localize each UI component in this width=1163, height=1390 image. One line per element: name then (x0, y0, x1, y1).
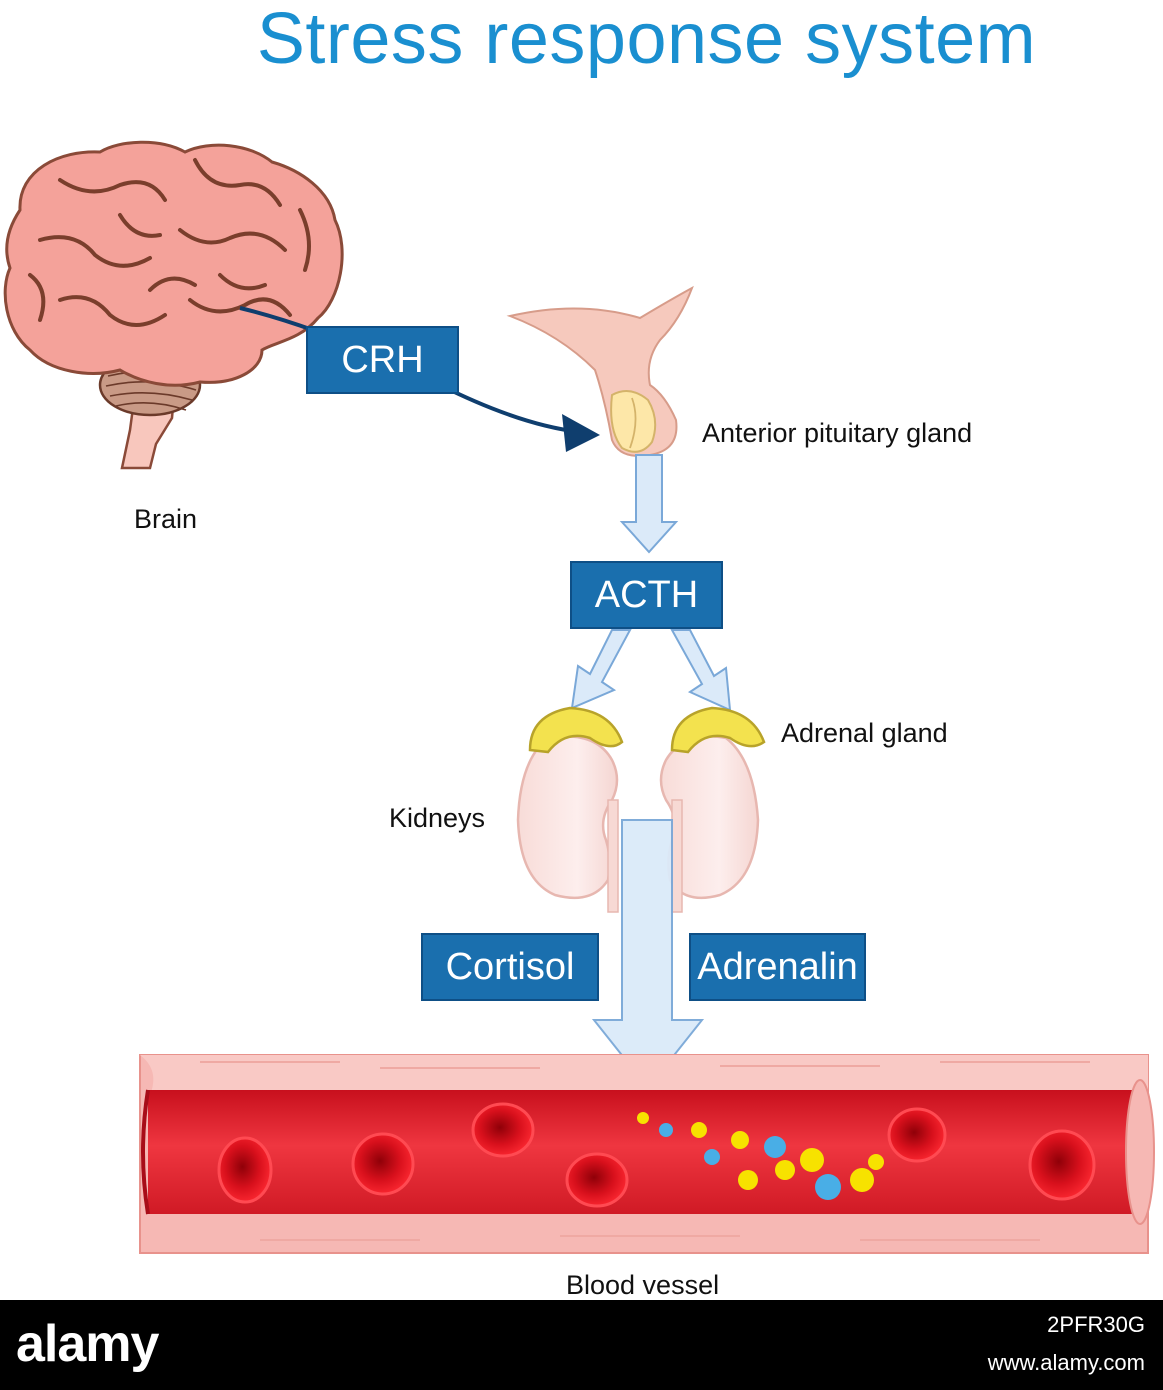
footer-url: www.alamy.com (987, 1350, 1145, 1375)
hormone-molecules (637, 1112, 884, 1200)
hormone-box-crh: CRH (306, 326, 459, 394)
alamy-logo: alamy (16, 1315, 159, 1373)
label-pituitary: Anterior pituitary gland (702, 418, 973, 448)
label-kidneys: Kidneys (389, 803, 486, 833)
watermark-footer: alamy 2PFR30G www.alamy.com (0, 1300, 1163, 1390)
kidneys-illustration (516, 735, 760, 913)
hormone-box-adrenalin: Adrenalin (689, 933, 866, 1001)
brain-illustration (3, 140, 344, 470)
red-blood-cells (217, 1102, 1096, 1208)
page-title: Stress response system (256, 0, 1037, 79)
label-blood-vessel: Blood vessel (566, 1270, 720, 1300)
diagram-svg (3, 140, 1155, 1254)
image-code: 2PFR30G (1047, 1312, 1145, 1337)
hormone-box-acth: ACTH (570, 561, 723, 629)
acth-left-arrow (570, 629, 632, 710)
crh-arrowhead (562, 414, 600, 452)
label-brain: Brain (134, 504, 198, 534)
label-adrenal: Adrenal gland (781, 718, 948, 748)
adrenal-gland-right (670, 706, 766, 754)
hormone-box-cortisol: Cortisol (421, 933, 599, 1001)
diagram-canvas: Stress response system CRH ACTH Cortisol… (3, 0, 1155, 1300)
adrenal-gland-left (528, 706, 624, 754)
pituitary-illustration (506, 285, 694, 457)
acth-right-arrow (670, 629, 732, 712)
acth-down-arrow (619, 454, 679, 554)
blood-vessel-illustration (139, 1054, 1155, 1254)
